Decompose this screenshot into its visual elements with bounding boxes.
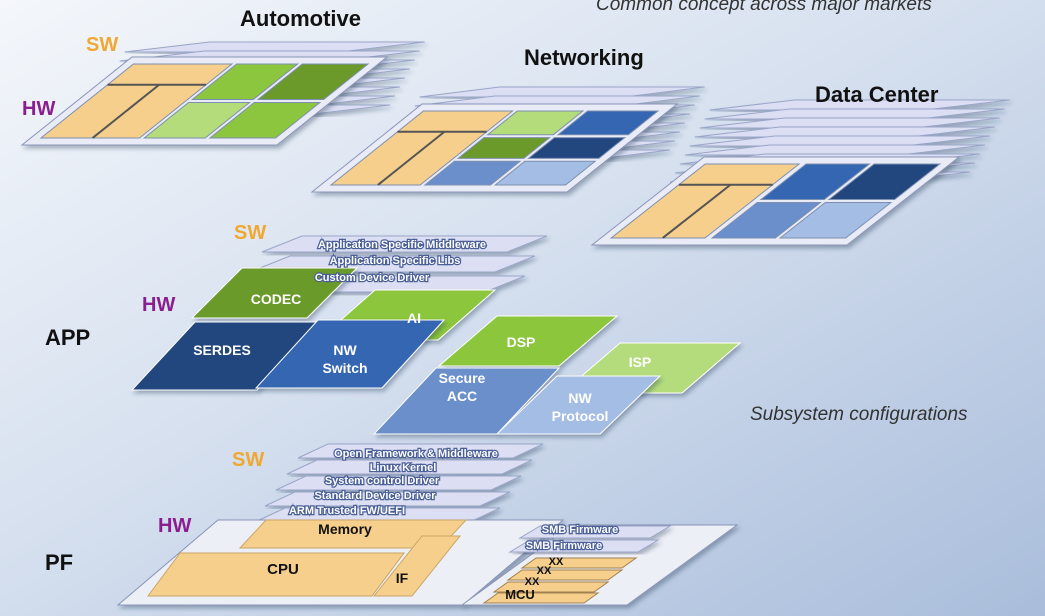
app-label: APP <box>45 325 91 350</box>
datacenter-cpu-block <box>609 163 801 239</box>
pf-sw-layer-3 <box>286 459 533 475</box>
pf-sw-text-framework: Open Framework & Middleware <box>334 448 498 460</box>
app-block-dsp-label-0: DSP <box>507 334 536 350</box>
automotive-green-block-4 <box>208 101 322 139</box>
pf-sw-layer-1 <box>264 491 511 507</box>
pf-sw-text-trusted: ARM Trusted FW/UEFI <box>289 505 405 517</box>
note-subsystem-configurations: Subsystem configurations <box>750 404 968 425</box>
pf-sw-text-stddriver: Standard Device Driver <box>314 490 436 502</box>
pf-sw-label: SW <box>232 449 265 471</box>
pf-hw-label: HW <box>158 515 192 537</box>
pf-cpu-block <box>147 552 405 597</box>
pf-if-label: IF <box>396 570 409 586</box>
networking-blue-block-3 <box>423 160 522 186</box>
automotive-green-block-2 <box>256 63 370 101</box>
app-block-dsp <box>437 315 619 367</box>
pf-sw-text-kernel: Linux Kernel <box>370 462 437 474</box>
app-block-nw-protocol-label-1: Protocol <box>552 408 609 424</box>
pf-memory-label: Memory <box>318 521 372 537</box>
app-block-secure-acc-label-0: Secure <box>439 370 486 386</box>
pf-mcu-fw-text-1: SMB Firmware <box>526 540 602 552</box>
app-block-codec-label-0: CODEC <box>251 291 302 307</box>
app-sw-layer-2 <box>261 235 548 253</box>
pf-memory-block <box>238 519 468 549</box>
pf-mcu-fw-text-0: SMB Firmware <box>542 524 618 536</box>
app-block-nw-switch-label-0: NW <box>333 342 357 358</box>
app-block-nw-switch-label-1: Switch <box>322 360 367 376</box>
pf-mcu-bar-2 <box>492 581 610 593</box>
automotive-sw-label: SW <box>86 34 119 56</box>
pf-mcu-bar-3 <box>482 592 600 604</box>
automotive-green-block-1 <box>190 63 300 101</box>
networking-green-block-2 <box>456 137 552 159</box>
pf-mcu-xx-0: XX <box>549 556 564 568</box>
app-sw-label: SW <box>234 222 267 244</box>
app-sw-text-driver: Custom Device Driver <box>315 272 430 284</box>
networking-blue-block-4 <box>493 160 597 186</box>
automotive-green-block-3 <box>142 101 251 139</box>
note-common-concept: Common concept across major markets <box>596 0 932 15</box>
automotive-cpu-block <box>39 63 234 139</box>
app-hw-label: HW <box>142 294 176 316</box>
datacenter-blue-block-4 <box>778 201 893 239</box>
pf-mcu-xx-1: XX <box>537 565 552 577</box>
datacenter-divider-2 <box>662 183 732 239</box>
pf-mcu-label: MCU <box>505 587 535 602</box>
title-automotive: Automotive <box>240 6 361 31</box>
datacenter-blue-block-1 <box>759 163 871 201</box>
networking-blue-block-2 <box>527 137 627 159</box>
datacenter-blue-block-3 <box>710 201 822 239</box>
pf-sw-layer-4 <box>297 443 544 459</box>
pf-mcu-fw-layer-0 <box>518 525 672 539</box>
title-networking: Networking <box>524 45 644 70</box>
app-block-nw-protocol-label-0: NW <box>568 390 592 406</box>
pf-label: PF <box>45 550 74 575</box>
automotive-hw-label: HW <box>22 98 56 120</box>
networking-divider-2 <box>377 130 446 186</box>
app-block-isp-label-0: ISP <box>629 354 652 370</box>
app-block-secure-acc <box>372 367 561 435</box>
app-block-codec <box>190 267 359 319</box>
pf-sw-layer-2 <box>275 475 522 491</box>
datacenter-blue-block-2 <box>827 163 942 201</box>
pf-mcu-bar-1 <box>506 569 624 581</box>
app-block-nw-switch <box>254 319 446 389</box>
pf-mcu-bar-0 <box>520 557 638 569</box>
pf-if-block <box>372 535 462 597</box>
app-block-secure-acc-label-1: ACC <box>447 388 477 404</box>
networking-blue-block-1 <box>556 110 660 136</box>
app-sw-text-libs: Application Specific Libs <box>330 255 461 267</box>
automotive-divider-2 <box>91 83 160 139</box>
app-block-nw-protocol <box>495 375 662 435</box>
networking-cpu-block <box>329 110 514 186</box>
app-block-ai-label-0: AI <box>407 310 421 326</box>
networking-green-block-1 <box>486 110 585 136</box>
pf-mcu-fw-layer-1 <box>508 539 660 553</box>
pf-mcu-xx-2: XX <box>525 576 540 588</box>
app-sw-text-middleware: Application Specific Middleware <box>318 239 486 251</box>
pf-sw-text-sysctrl: System control Driver <box>325 475 440 487</box>
pf-cpu-label: CPU <box>267 561 299 578</box>
title-data-center: Data Center <box>815 82 939 107</box>
app-block-serdes-label-0: SERDES <box>193 342 251 358</box>
